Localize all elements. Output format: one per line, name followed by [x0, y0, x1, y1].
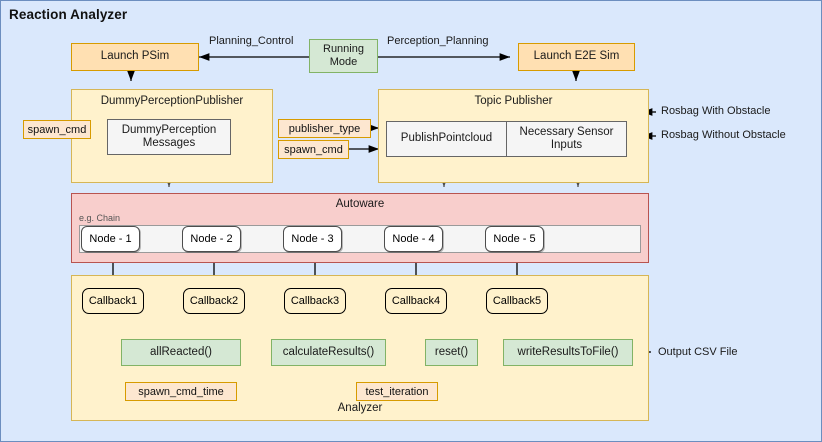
callback-5[interactable]: Callback5 — [486, 288, 548, 314]
topic-publisher-title: Topic Publisher — [474, 95, 553, 107]
output-csv-file-label: Output CSV File — [658, 346, 738, 358]
analyzer-title: Analyzer — [337, 402, 383, 414]
rosbag-with-obstacle-label: Rosbag With Obstacle — [661, 105, 771, 117]
edge-label-planning-control: Planning_Control — [209, 35, 294, 47]
dummy-perception-publisher-title: DummyPerceptionPublisher — [100, 95, 244, 107]
calculate-results-function[interactable]: calculateResults() — [271, 339, 386, 366]
param-spawn-cmd-dummy[interactable]: spawn_cmd — [23, 120, 91, 139]
node-5[interactable]: Node - 5 — [485, 226, 544, 252]
dummy-perception-messages-line2: Messages — [142, 137, 196, 149]
edge-label-perception-planning: Perception_Planning — [387, 35, 489, 47]
page-title: Reaction Analyzer — [9, 7, 128, 22]
dummy-perception-messages-box[interactable]: DummyPerception Messages — [107, 119, 231, 155]
callback-1[interactable]: Callback1 — [82, 288, 144, 314]
node-4[interactable]: Node - 4 — [384, 226, 443, 252]
launch-e2e-sim-box[interactable]: Launch E2E Sim — [518, 43, 635, 71]
reset-function[interactable]: reset() — [425, 339, 478, 366]
publish-pointcloud-box[interactable]: PublishPointcloud — [387, 122, 507, 156]
callback-2[interactable]: Callback2 — [183, 288, 245, 314]
autoware-title: Autoware — [335, 198, 385, 210]
necessary-sensor-inputs-line2: Inputs — [550, 139, 583, 151]
param-test-iteration[interactable]: test_iteration — [356, 382, 438, 401]
chain-strip — [79, 225, 641, 253]
topic-publisher-inner-group: PublishPointcloud Necessary Sensor Input… — [386, 121, 627, 157]
all-reacted-function[interactable]: allReacted() — [121, 339, 241, 366]
node-3[interactable]: Node - 3 — [283, 226, 342, 252]
param-publisher-type[interactable]: publisher_type — [278, 119, 371, 138]
callback-3[interactable]: Callback3 — [284, 288, 346, 314]
param-spawn-cmd-time[interactable]: spawn_cmd_time — [125, 382, 237, 401]
write-results-to-file-function[interactable]: writeResultsToFile() — [503, 339, 633, 366]
running-mode-box[interactable]: Running Mode — [309, 39, 378, 73]
dummy-perception-messages-line1: DummyPerception — [121, 123, 217, 136]
necessary-sensor-inputs-box[interactable]: Necessary Sensor Inputs — [507, 122, 626, 156]
rosbag-without-obstacle-label: Rosbag Without Obstacle — [661, 129, 786, 141]
chain-label: e.g. Chain — [79, 213, 121, 223]
callback-4[interactable]: Callback4 — [385, 288, 447, 314]
node-2[interactable]: Node - 2 — [182, 226, 241, 252]
launch-psim-box[interactable]: Launch PSim — [71, 43, 199, 71]
param-spawn-cmd-topic[interactable]: spawn_cmd — [278, 140, 349, 159]
node-1[interactable]: Node - 1 — [81, 226, 140, 252]
running-mode-line1: Running — [323, 43, 364, 56]
necessary-sensor-inputs-line1: Necessary Sensor — [519, 125, 614, 138]
running-mode-line2: Mode — [329, 56, 358, 68]
